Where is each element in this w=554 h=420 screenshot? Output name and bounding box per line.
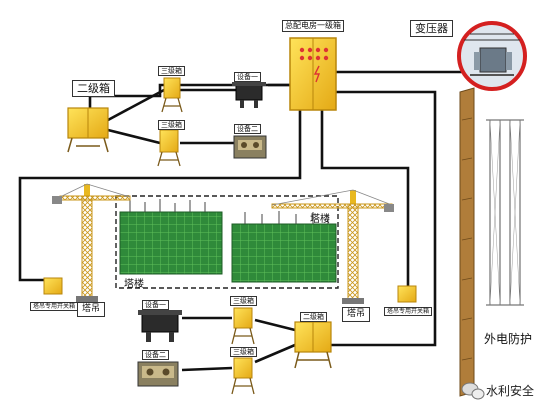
crane-switch-right-label: 塔吊专用开关箱	[384, 307, 433, 317]
tertiary-box-2-label: 三级箱	[158, 120, 185, 131]
tower-building-1-label: 塔楼	[124, 279, 144, 290]
equipment-1-top	[232, 82, 266, 108]
tertiary-box-2	[157, 129, 181, 167]
tower-crane-right	[271, 189, 394, 304]
cable-main-to-crane-left	[18, 110, 302, 282]
tertiary-box-1-label: 三级箱	[158, 66, 185, 77]
cable-secondary-to-tertiary-2	[107, 128, 161, 145]
main-box-label: 总配电房一级箱	[282, 20, 344, 32]
construction-zone	[115, 195, 339, 289]
main-distribution-box	[289, 37, 337, 111]
external-protection-label: 外电防护	[484, 332, 533, 346]
secondary-box-top-label: 二级箱	[72, 80, 115, 98]
tertiary-box-1	[161, 77, 183, 113]
power-pole-lines	[486, 119, 524, 306]
cable-secondary-to-tertiary-4	[254, 343, 296, 364]
tower-crane-right-label: 塔吊	[342, 307, 371, 322]
tertiary-box-4-label: 三级箱	[230, 347, 257, 358]
cable-secondary-to-tertiary-3	[254, 318, 296, 332]
secondary-box-top	[67, 107, 109, 153]
cable-main-to-crane-right	[320, 110, 410, 288]
cable-main-to-secondary-bottom	[330, 90, 437, 347]
tertiary-box-3	[231, 307, 255, 345]
protective-fence	[459, 87, 475, 397]
tower-crane-left	[52, 183, 131, 302]
tower-crane-left-label: 塔吊	[77, 302, 106, 317]
crane-switch-box-right	[397, 285, 417, 303]
secondary-box-bottom-label: 二级箱	[300, 312, 327, 323]
equipment-1-bottom	[138, 310, 182, 342]
cable-main-to-secondary-top	[88, 83, 290, 108]
crane-switch-box-left	[43, 277, 63, 295]
cable-secondary-to-tertiary-1	[107, 88, 165, 122]
equipment-2-bottom-label: 设备二	[142, 350, 169, 361]
tower-building-2-block	[231, 223, 337, 283]
equipment-1-bottom-label: 设备一	[142, 300, 169, 311]
equipment-1-top-label: 设备一	[234, 72, 261, 83]
cable-tertiary-4-to-equipment-2	[181, 366, 233, 372]
equipment-2-top-label: 设备二	[234, 124, 261, 135]
tower-building-1-block	[119, 211, 223, 275]
cable-main-to-transformer	[335, 60, 472, 74]
watermark-text: 水利安全	[486, 384, 535, 398]
crane-switch-left-label: 塔吊专用开关箱	[30, 302, 79, 312]
equipment-2-bottom	[137, 361, 179, 387]
transformer-label: 变压器	[410, 20, 453, 38]
secondary-box-bottom	[294, 321, 332, 369]
tower-building-2-label: 塔楼	[310, 214, 330, 225]
equipment-2-top	[233, 135, 267, 159]
cable-network	[18, 60, 472, 372]
tertiary-box-4	[231, 357, 255, 395]
tertiary-box-3-label: 三级箱	[230, 296, 257, 307]
transformer-node	[457, 21, 527, 91]
wechat-icon	[461, 382, 485, 400]
